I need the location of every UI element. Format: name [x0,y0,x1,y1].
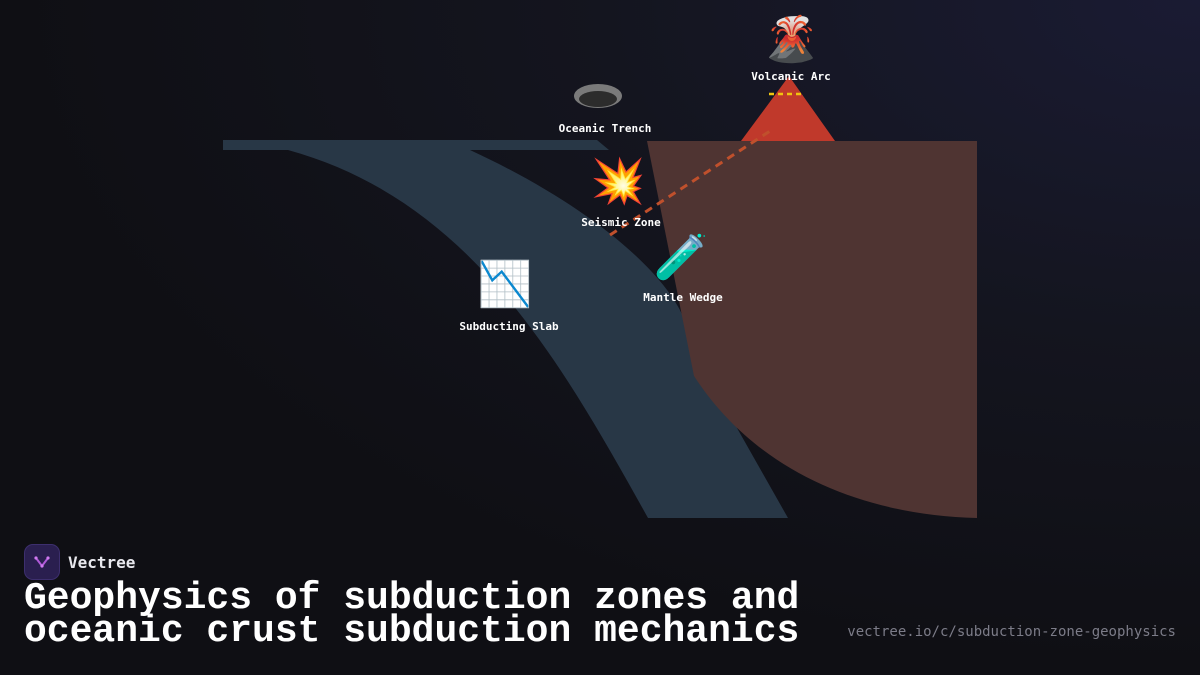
label-oceanic-trench: Oceanic Trench [558,122,652,135]
label-seismic-zone: Seismic Zone [581,216,661,229]
brand: Vectree [24,544,135,580]
subducting-slab-shape [223,140,788,518]
label-subducting-slab: Subducting Slab [459,320,559,333]
label-volcanic-arc: Volcanic Arc [751,70,831,83]
brand-name: Vectree [68,552,136,572]
test-tube-icon: 🧪 [653,232,709,283]
mantle-wedge-shape [647,141,977,518]
explosion-icon: 💥 [590,156,646,207]
source-url[interactable]: vectree.io/c/subduction-zone-geophysics [847,624,1176,640]
page-title: Geophysics of subduction zones and ocean… [24,577,800,653]
magma-path-line [609,129,771,237]
volcano-icon: 🌋 [763,14,819,65]
volcano-cone [741,76,835,141]
trench-icon [574,84,622,108]
vectree-logo-icon [24,544,60,580]
label-mantle-wedge: Mantle Wedge [643,291,723,304]
chart-decreasing-icon: 📉 [477,259,533,310]
